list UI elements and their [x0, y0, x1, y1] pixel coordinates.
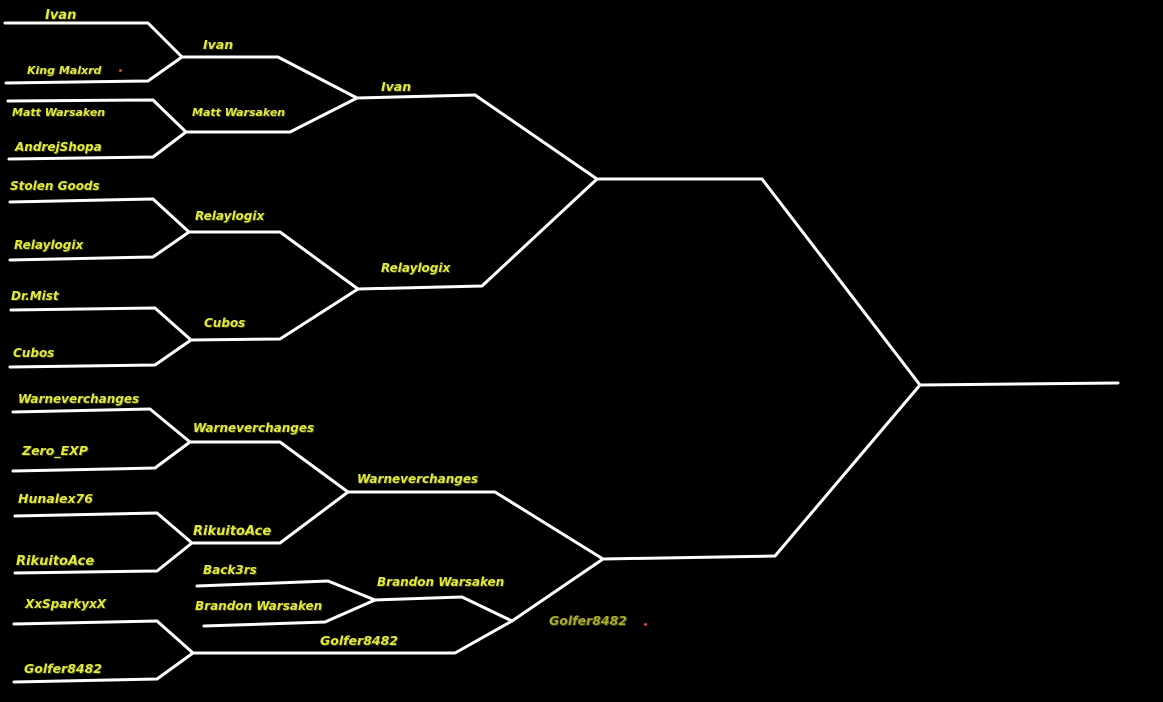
- r2-winner-7: Brandon Warsaken: [377, 575, 505, 589]
- match-r1-5-line: [11, 407, 192, 473]
- red-dot-marker: [644, 623, 647, 626]
- r1-m5-player-b: Zero_EXP: [22, 443, 88, 458]
- r2-winner-1: Ivan: [203, 37, 234, 52]
- match-r3-2-line: [346, 490, 605, 623]
- r1-m6-player-a: Hunalex76: [18, 491, 93, 506]
- r1-m1-player-a: Ivan: [45, 8, 77, 23]
- r2-winner-6: RikuitoAce: [193, 524, 272, 539]
- r3-winner-3: Warneverchanges: [357, 472, 479, 486]
- r1-m6-player-b: RikuitoAce: [16, 554, 95, 569]
- r2-winner-4: Cubos: [204, 316, 246, 330]
- final-line: [918, 381, 1120, 387]
- r1-m7-player-a: Back3rs: [203, 563, 257, 577]
- r1-m5-player-a: Warneverchanges: [18, 392, 140, 406]
- r3-winner-2: Relaylogix: [381, 261, 451, 275]
- r2-winner-2: Matt Warsaken: [192, 106, 286, 119]
- r3-winner-4: Golfer8482: [549, 613, 628, 628]
- r1-m4-player-a: Dr.Mist: [11, 289, 59, 303]
- r1-m2-player-a: Matt Warsaken: [12, 106, 106, 119]
- r1-m3-player-a: Stolen Goods: [10, 179, 100, 193]
- r2-winner-5: Warneverchanges: [193, 421, 315, 435]
- r1-m3-player-b: Relaylogix: [14, 238, 84, 252]
- r3-winner-1: Ivan: [381, 79, 412, 94]
- r1-m4-player-b: Cubos: [13, 346, 55, 360]
- match-sf-line: [595, 177, 922, 561]
- match-r2-1-line: [180, 55, 359, 134]
- red-dot-marker: [119, 69, 122, 72]
- r1-m1-player-b: King Malxrd: [27, 64, 102, 77]
- r2-winner-8: Golfer8482: [320, 633, 399, 648]
- r1-m7-player-b: Brandon Warsaken: [195, 599, 323, 613]
- r1-m8-player-a: XxSparkyxX: [25, 597, 107, 611]
- match-r3-1-line: [355, 93, 599, 291]
- r1-m2-player-b: AndrejShopa: [15, 140, 102, 154]
- r2-winner-3: Relaylogix: [195, 209, 265, 223]
- r1-m8-player-b: Golfer8482: [24, 661, 103, 676]
